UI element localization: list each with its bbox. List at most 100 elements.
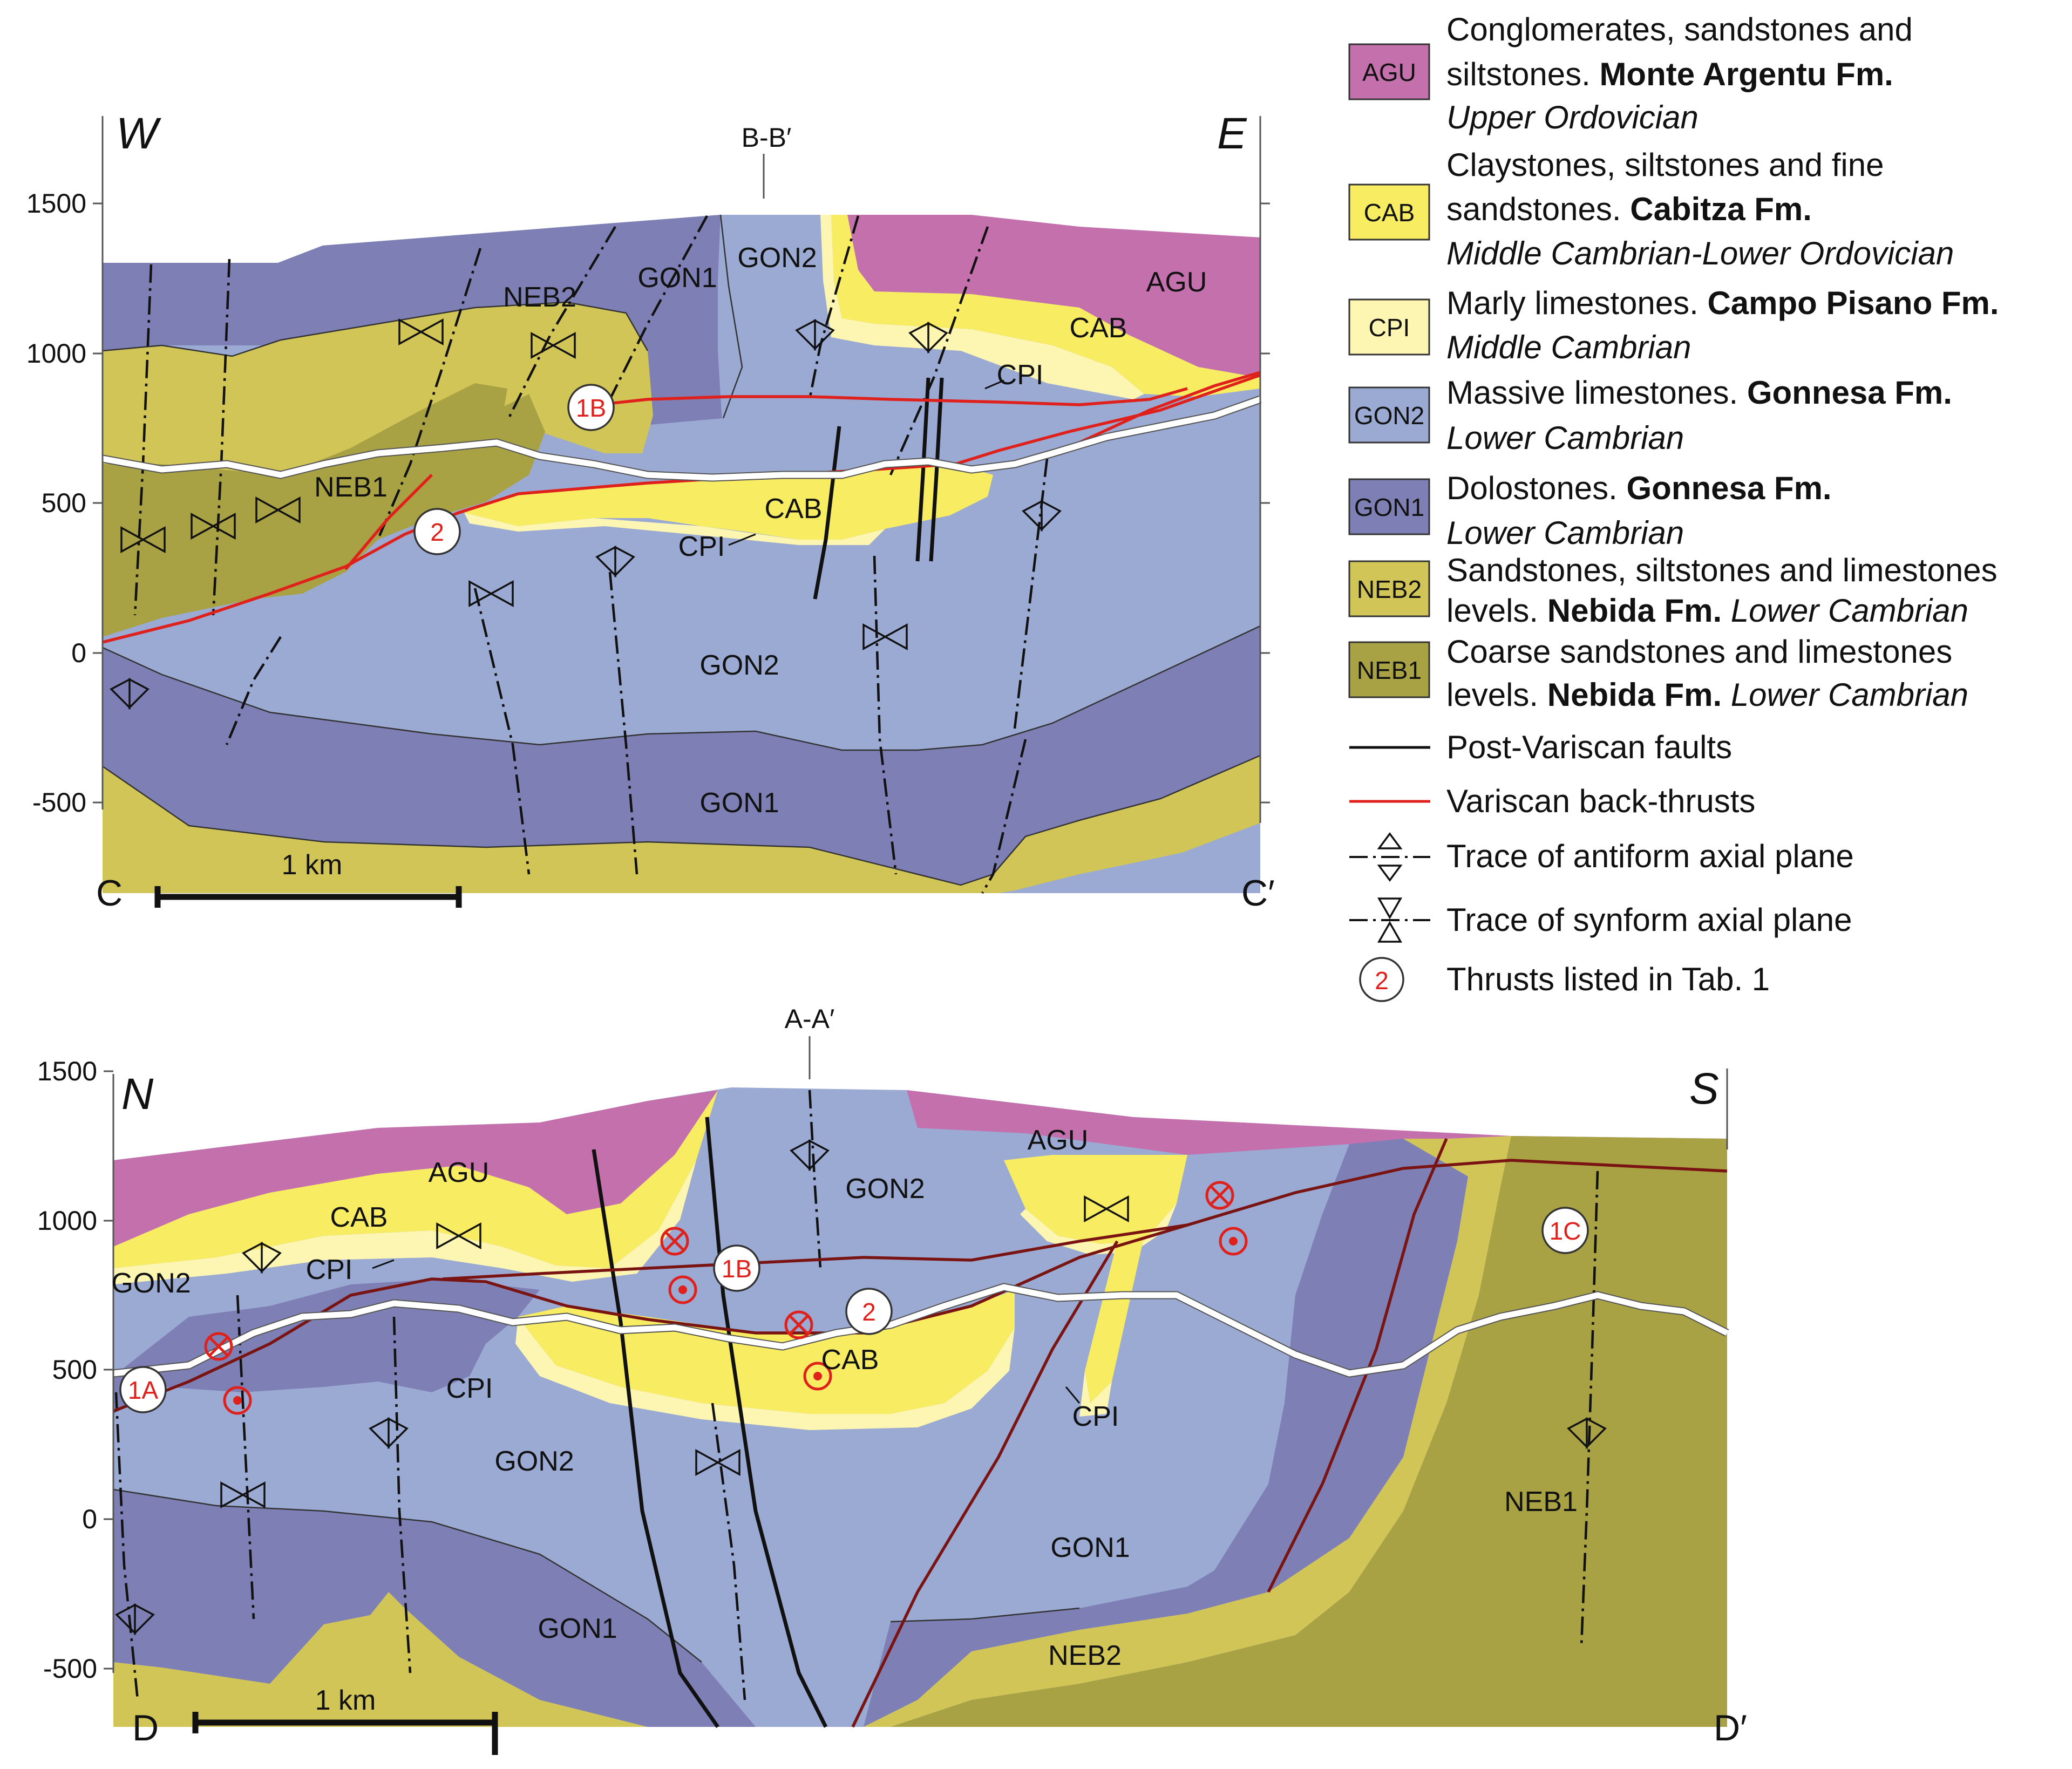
bottom-cab-steep [1085, 1236, 1144, 1403]
top-agu [847, 215, 1260, 378]
top-unit-label: GON1 [637, 262, 717, 294]
bottom-agu [113, 1090, 718, 1247]
svg-text:Upper Ordovician: Upper Ordovician [1446, 99, 1699, 135]
bottom-unit-label: CPI [446, 1373, 493, 1404]
legend-antiform: Trace of antiform axial plane [1349, 832, 1854, 882]
bottom-gon1-left [113, 1279, 540, 1414]
svg-text:siltstones. Monte Argentu Fm.: siltstones. Monte Argentu Fm. [1446, 56, 1893, 92]
legend-item-cab: CAB Claystones, siltstones and fine sand… [1348, 147, 1954, 271]
top-unit-label: NEB1 [314, 472, 388, 503]
bottom-thrust-marker: 2 [845, 1288, 893, 1335]
bottom-neb2-cusp [367, 1592, 459, 1657]
svg-text:Variscan back-thrusts: Variscan back-thrusts [1446, 783, 1755, 819]
top-unit-label: CAB [765, 493, 823, 525]
svg-text:AGU: AGU [1362, 58, 1416, 86]
legend-thrust-symbol: 2 Thrusts listed in Tab. 1 [1359, 957, 1770, 1002]
bottom-unit-label: CAB [330, 1202, 388, 1233]
bottom-neb2-band [864, 1136, 1511, 1727]
top-neb1-tongue [297, 383, 507, 475]
bottom-unit-label: NEB2 [1048, 1640, 1122, 1671]
bottom-unit-label: CPI [306, 1254, 353, 1285]
top-unit-label: GON1 [699, 787, 779, 819]
bottom-unit-label: GON2 [111, 1268, 191, 1299]
bottom-unit-label: GON1 [538, 1613, 617, 1644]
top-cpi-lens [464, 513, 885, 545]
top-unit-label: NEB2 [503, 282, 576, 313]
svg-text:2: 2 [430, 518, 444, 546]
bottom-crossing-label: A-A′ [785, 1004, 835, 1034]
top-unit-label: CAB [1070, 312, 1127, 344]
svg-text:2: 2 [1375, 967, 1389, 995]
top-gon1-lower [103, 626, 1260, 885]
top-neb2-bottom [103, 756, 1260, 893]
top-cab-band [831, 215, 1260, 397]
bottom-unit-label: AGU [429, 1157, 490, 1188]
top-tick-1500: 1500 [26, 188, 86, 219]
svg-text:Dolostones. Gonnesa Fm.: Dolostones. Gonnesa Fm. [1446, 470, 1832, 506]
bottom-gon1-steep [1187, 1139, 1468, 1614]
bottom-thrust-marker: 1C [1541, 1207, 1589, 1254]
svg-text:levels. Nebida Fm. Lower Cambr: levels. Nebida Fm. Lower Cambrian [1446, 677, 1968, 713]
legend-item-cpi: CPI Marly limestones. Campo Pisano Fm. M… [1348, 285, 1999, 365]
svg-text:1B: 1B [722, 1255, 752, 1283]
legend-item-gon2: GON2 Massive limestones. Gonnesa Fm. Low… [1348, 375, 1952, 456]
top-cpi-band [820, 215, 1144, 399]
svg-text:Thrusts listed in Tab. 1: Thrusts listed in Tab. 1 [1446, 961, 1770, 997]
top-tick-0: 0 [71, 638, 86, 668]
svg-text:sandstones. Cabitza Fm.: sandstones. Cabitza Fm. [1446, 191, 1812, 227]
bottom-tick-1500: 1500 [37, 1056, 97, 1086]
section-bottom: 1500 1000 500 0 -500 N S A-A′ D D′ 1 km … [37, 1004, 1747, 1755]
top-unit-label: CPI [997, 359, 1044, 391]
bottom-unit-label: NEB1 [1504, 1486, 1578, 1518]
svg-text:1C: 1C [1550, 1217, 1581, 1245]
top-end-label: C′ [1241, 873, 1275, 914]
svg-text:Marly limestones. Campo Pisano: Marly limestones. Campo Pisano Fm. [1446, 285, 1999, 321]
bottom-cab-left [113, 1090, 718, 1268]
top-thrust-marker: 1B [567, 384, 615, 431]
svg-text:2: 2 [862, 1298, 876, 1326]
bottom-gon1-band [113, 1139, 1468, 1727]
bottom-unit-label: AGU [1028, 1125, 1089, 1156]
top-west-label: W [116, 109, 161, 158]
svg-text:1A: 1A [128, 1376, 159, 1404]
top-start-label: C [96, 873, 123, 914]
bottom-neb1 [891, 1136, 1727, 1727]
bottom-neb2-left [113, 1608, 648, 1727]
legend-item-neb1: NEB1 Coarse sandstones and limestones le… [1348, 634, 1968, 713]
bottom-cab-syncline [1004, 1155, 1187, 1244]
bottom-south-label: S [1689, 1064, 1719, 1113]
bottom-unit-label: CPI [1072, 1401, 1119, 1432]
bottom-thrust-marker: 1A [119, 1366, 167, 1413]
top-cab-lens [464, 464, 993, 540]
bottom-cab-lens [518, 1290, 1015, 1414]
bottom-cpi-left [113, 1160, 696, 1284]
bottom-scale-label: 1 km [315, 1685, 376, 1716]
bottom-unit-label: GON2 [494, 1446, 574, 1477]
top-east-label: E [1217, 109, 1247, 158]
svg-text:CAB: CAB [1364, 199, 1415, 227]
bottom-unit-label: GON2 [845, 1173, 925, 1205]
bottom-thrust-marker: 1B [713, 1244, 760, 1292]
bottom-unit-label: CAB [821, 1344, 879, 1376]
top-unit-label: GON2 [737, 242, 817, 274]
svg-text:NEB1: NEB1 [1357, 656, 1422, 684]
top-unit-label: CPI [678, 531, 725, 562]
top-crossing-label: B-B′ [742, 123, 792, 153]
top-tick-1000: 1000 [26, 338, 86, 369]
bottom-north-label: N [121, 1070, 154, 1119]
bottom-tick-500: 500 [52, 1355, 97, 1385]
top-unit-label: GON2 [699, 650, 779, 681]
bottom-tick-0: 0 [82, 1504, 97, 1534]
svg-text:Trace of antiform axial plane: Trace of antiform axial plane [1446, 838, 1854, 874]
bottom-tick-neg500: -500 [43, 1654, 97, 1684]
bottom-cpi-steep [1079, 1371, 1112, 1417]
bottom-unit-label: GON1 [1050, 1532, 1130, 1563]
bottom-end-label: D′ [1714, 1707, 1747, 1748]
legend: AGU Conglomerates, sandstones and siltst… [1348, 11, 1999, 1002]
legend-item-neb2: NEB2 Sandstones, siltstones and limeston… [1348, 552, 1998, 629]
top-tick-neg500: -500 [32, 787, 86, 818]
legend-back-thrusts: Variscan back-thrusts [1349, 783, 1755, 819]
top-tick-500: 500 [42, 488, 86, 518]
svg-text:Middle Cambrian: Middle Cambrian [1446, 329, 1691, 365]
legend-post-variscan: Post-Variscan faults [1349, 729, 1732, 765]
